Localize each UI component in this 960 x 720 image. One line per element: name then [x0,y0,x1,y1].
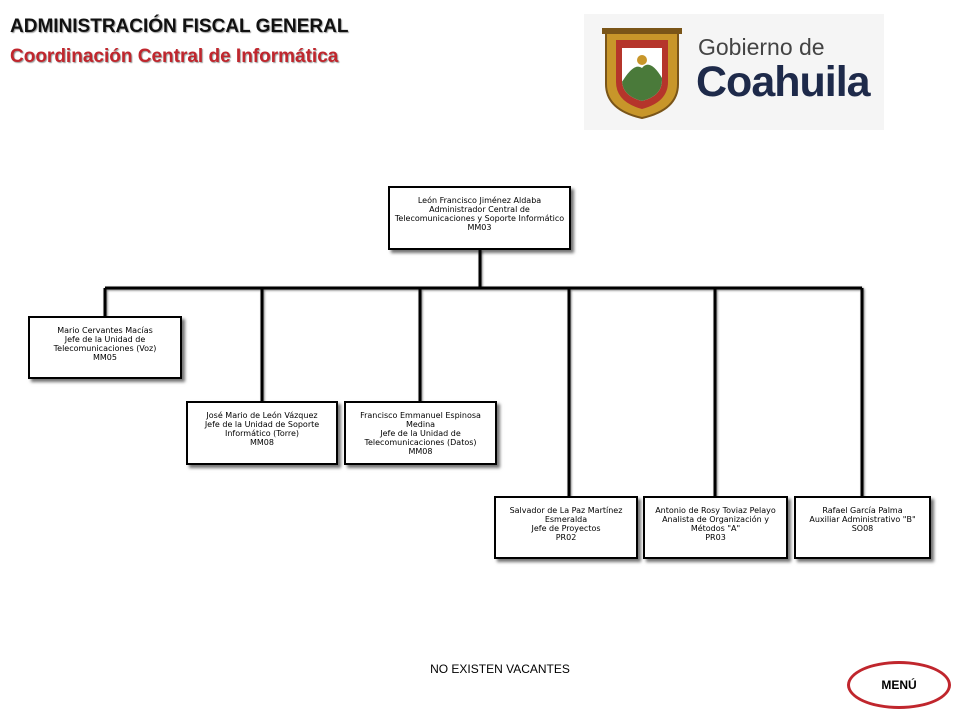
org-member-role: Jefe de la Unidad de Telecomunicaciones … [53,335,157,353]
org-member-name: José Mario de León Vázquez [206,411,318,420]
org-member-name: Francisco Emmanuel Espinosa Medina [360,411,481,429]
page-subtitle: Coordinación Central de Informática [10,46,339,67]
org-member-name: Rafael García Palma [822,506,903,515]
org-member-code: MM08 [408,447,433,456]
org-box-auxiliar: Rafael García Palma Auxiliar Administrat… [794,496,931,559]
org-member-code: PR02 [555,533,577,542]
org-root-code: MM03 [467,223,492,232]
org-member-name: Antonio de Rosy Toviaz Pelayo [655,506,776,515]
vacancies-notice: NO EXISTEN VACANTES [430,662,570,676]
org-root-role: Administrador Central de Telecomunicacio… [394,205,565,223]
org-member-role: Jefe de la Unidad de Telecomunicaciones … [364,429,477,447]
org-box-analista: Antonio de Rosy Toviaz Pelayo Analista d… [643,496,788,559]
logo-text-coahuila: Coahuila [696,58,871,106]
org-member-code: SO08 [851,524,874,533]
org-member-name: Salvador de La Paz Martínez Esmeralda [509,506,623,524]
org-member-role: Auxiliar Administrativo "B" [809,515,916,524]
org-member-role: Jefe de Proyectos [531,524,601,533]
org-box-proyectos: Salvador de La Paz Martínez Esmeralda Je… [494,496,638,559]
logo-text-gobierno: Gobierno de [698,34,825,60]
org-box-voz: Mario Cervantes Macías Jefe de la Unidad… [28,316,182,379]
org-root-name: León Francisco Jiménez Aldaba [417,196,542,205]
org-root-box: León Francisco Jiménez Aldaba Administra… [388,186,571,250]
org-member-role: Analista de Organización y Métodos "A" [662,515,769,533]
org-member-name: Mario Cervantes Macías [57,326,153,335]
page-title: ADMINISTRACIÓN FISCAL GENERAL [10,16,349,37]
menu-button[interactable]: MENÚ [847,661,951,709]
org-member-code: MM08 [250,438,274,447]
government-logo: Gobierno de Coahuila [584,14,884,130]
org-box-soporte: José Mario de León Vázquez Jefe de la Un… [186,401,338,465]
coat-of-arms-icon [602,28,682,120]
org-member-role: Jefe de la Unidad de Soporte Informático… [204,420,320,438]
org-member-code: PR03 [705,533,726,542]
org-member-code: MM05 [93,353,117,362]
org-box-datos: Francisco Emmanuel Espinosa Medina Jefe … [344,401,497,465]
